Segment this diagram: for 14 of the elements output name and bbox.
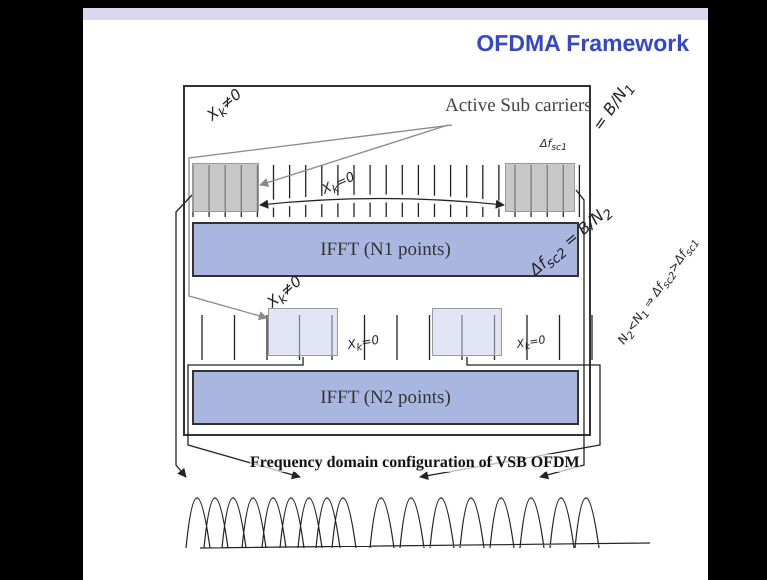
subcarrier-group bbox=[192, 163, 259, 212]
subcarrier-group bbox=[268, 308, 338, 356]
arrow bbox=[187, 357, 304, 480]
arrow bbox=[175, 194, 192, 478]
slide-title: OFDMA Framework bbox=[476, 30, 689, 57]
pointer-arrow bbox=[259, 124, 448, 187]
arrow bbox=[539, 190, 585, 480]
subcarrier-group bbox=[432, 308, 502, 356]
handwritten-note: Δf$_{sc1}$ bbox=[540, 137, 568, 154]
figure-caption: Frequency domain configuration of VSB OFDM bbox=[250, 454, 580, 472]
ifft-block: IFFT (N2 points) bbox=[192, 370, 579, 425]
arrow bbox=[259, 198, 505, 209]
subcarrier-group bbox=[505, 163, 575, 212]
pointer-arrow bbox=[188, 124, 452, 320]
